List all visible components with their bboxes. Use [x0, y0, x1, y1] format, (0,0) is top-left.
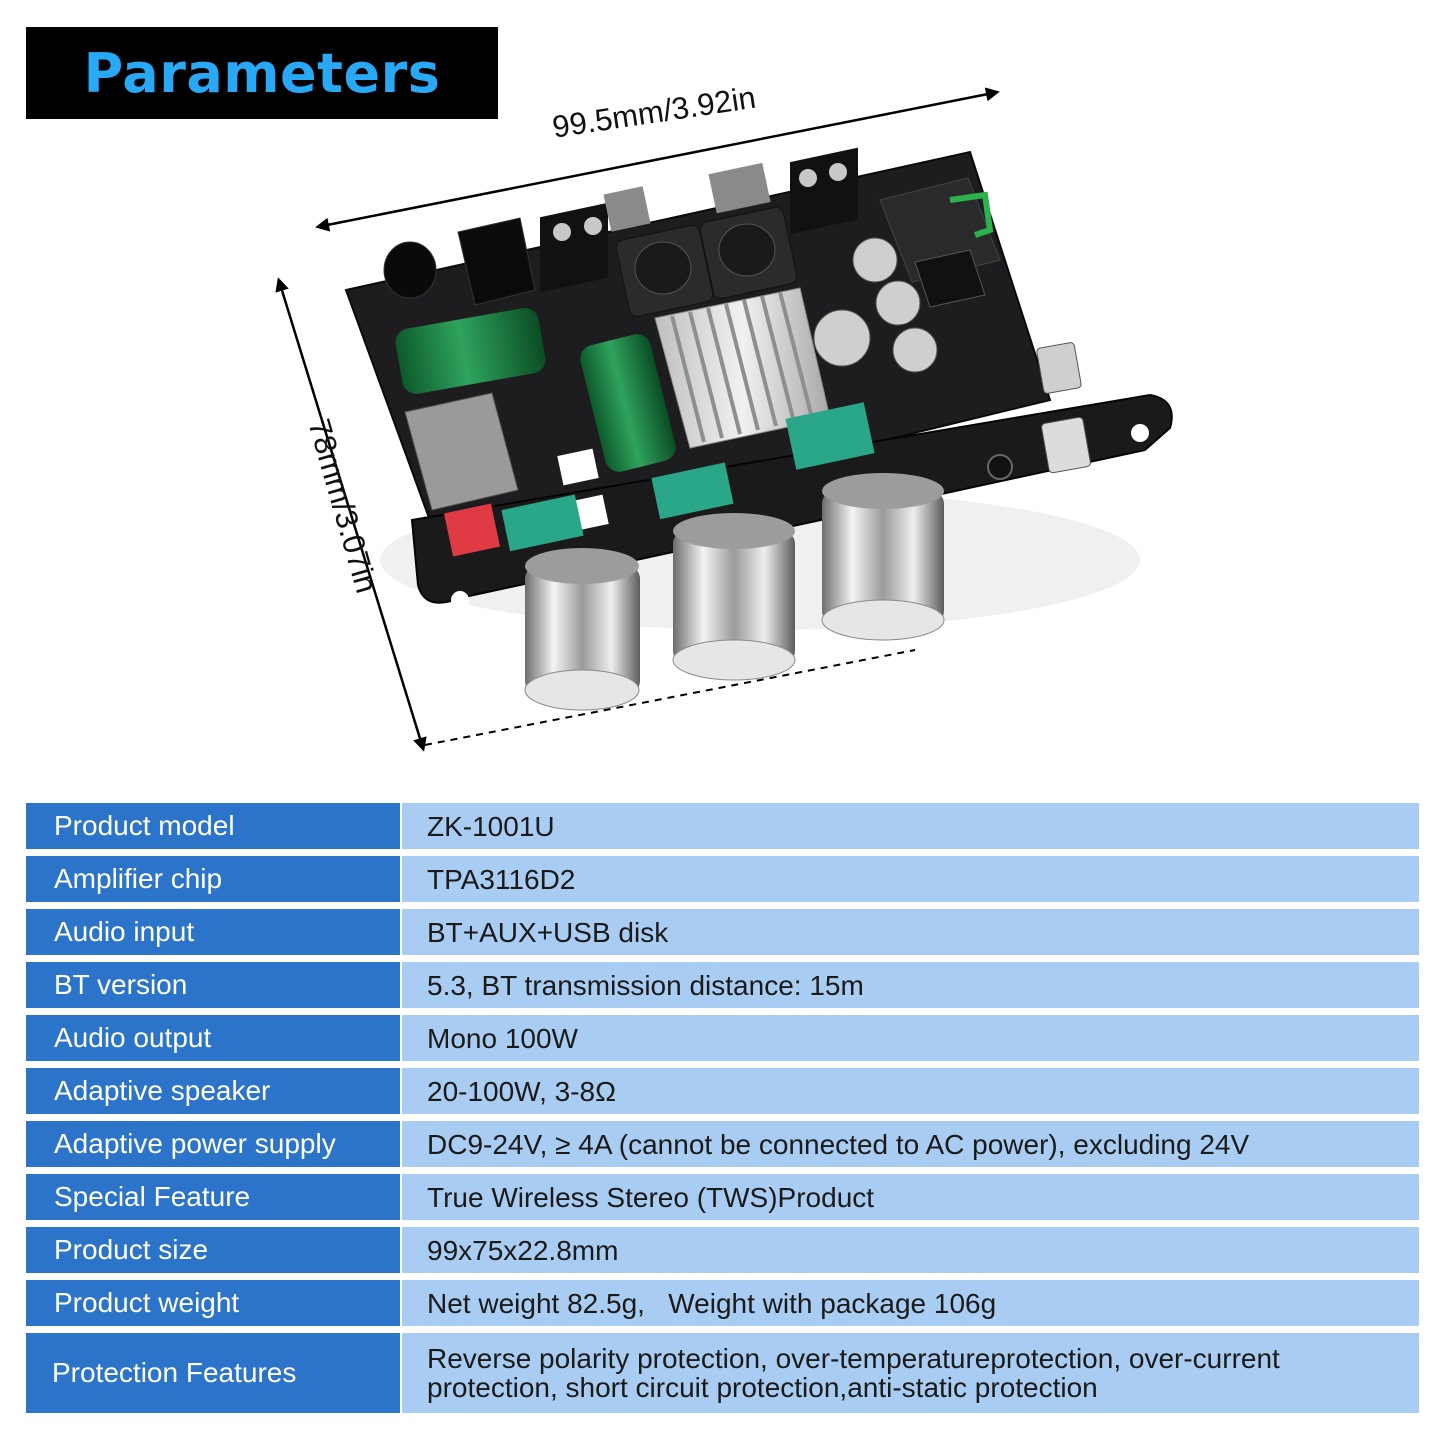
spec-row-audio-input: Audio input BT+AUX+USB disk — [26, 909, 1419, 955]
spec-label: Adaptive speaker — [26, 1068, 400, 1114]
spec-row-protection-features: Protection Features Reverse polarity pro… — [26, 1333, 1419, 1413]
spec-label: Audio input — [26, 909, 400, 955]
spec-row-audio-output: Audio output Mono 100W — [26, 1015, 1419, 1061]
spec-label: Audio output — [26, 1015, 400, 1061]
bass-knob — [672, 513, 796, 681]
spec-label: Product weight — [26, 1280, 400, 1326]
treble-knob — [821, 473, 945, 641]
title-banner: Parameters — [26, 27, 498, 119]
spec-value: True Wireless Stereo (TWS)Product — [402, 1174, 1419, 1220]
spec-label: Product size — [26, 1227, 400, 1273]
spec-label: Adaptive power supply — [26, 1121, 400, 1167]
spec-label: BT version — [26, 962, 400, 1008]
spec-value: 20-100W, 3-8Ω — [402, 1068, 1419, 1114]
spec-row-adaptive-speaker: Adaptive speaker 20-100W, 3-8Ω — [26, 1068, 1419, 1114]
spec-row-product-weight: Product weight Net weight 82.5g, Weight … — [26, 1280, 1419, 1326]
spec-row-product-size: Product size 99x75x22.8mm — [26, 1227, 1419, 1273]
spec-value: BT+AUX+USB disk — [402, 909, 1419, 955]
spec-row-special-feature: Special Feature True Wireless Stereo (TW… — [26, 1174, 1419, 1220]
spec-label: Product model — [26, 803, 400, 849]
spec-row-amplifier-chip: Amplifier chip TPA3116D2 — [26, 856, 1419, 902]
spec-row-bt-version: BT version 5.3, BT transmission distance… — [26, 962, 1419, 1008]
spec-value: ZK-1001U — [402, 803, 1419, 849]
spec-label: Amplifier chip — [26, 856, 400, 902]
spec-value: 99x75x22.8mm — [402, 1227, 1419, 1273]
spec-value: Mono 100W — [402, 1015, 1419, 1061]
product-illustration — [275, 87, 1173, 752]
spec-row-product-model: Product model ZK-1001U — [26, 803, 1419, 849]
spec-value: TPA3116D2 — [402, 856, 1419, 902]
spec-value: Reverse polarity protection, over-temper… — [402, 1333, 1419, 1413]
spec-value: Net weight 82.5g, Weight with package 10… — [402, 1280, 1419, 1326]
spec-value: DC9-24V, ≥ 4A (cannot be connected to AC… — [402, 1121, 1419, 1167]
spec-value: 5.3, BT transmission distance: 15m — [402, 962, 1419, 1008]
spec-label: Special Feature — [26, 1174, 400, 1220]
spec-table: Product model ZK-1001U Amplifier chip TP… — [26, 803, 1419, 1420]
height-dimension-arrow — [275, 277, 427, 752]
width-dimension-arrow — [315, 87, 1000, 232]
spec-label: Protection Features — [26, 1333, 400, 1413]
volume-knob — [524, 548, 640, 711]
spec-row-adaptive-power-supply: Adaptive power supply DC9-24V, ≥ 4A (can… — [26, 1121, 1419, 1167]
